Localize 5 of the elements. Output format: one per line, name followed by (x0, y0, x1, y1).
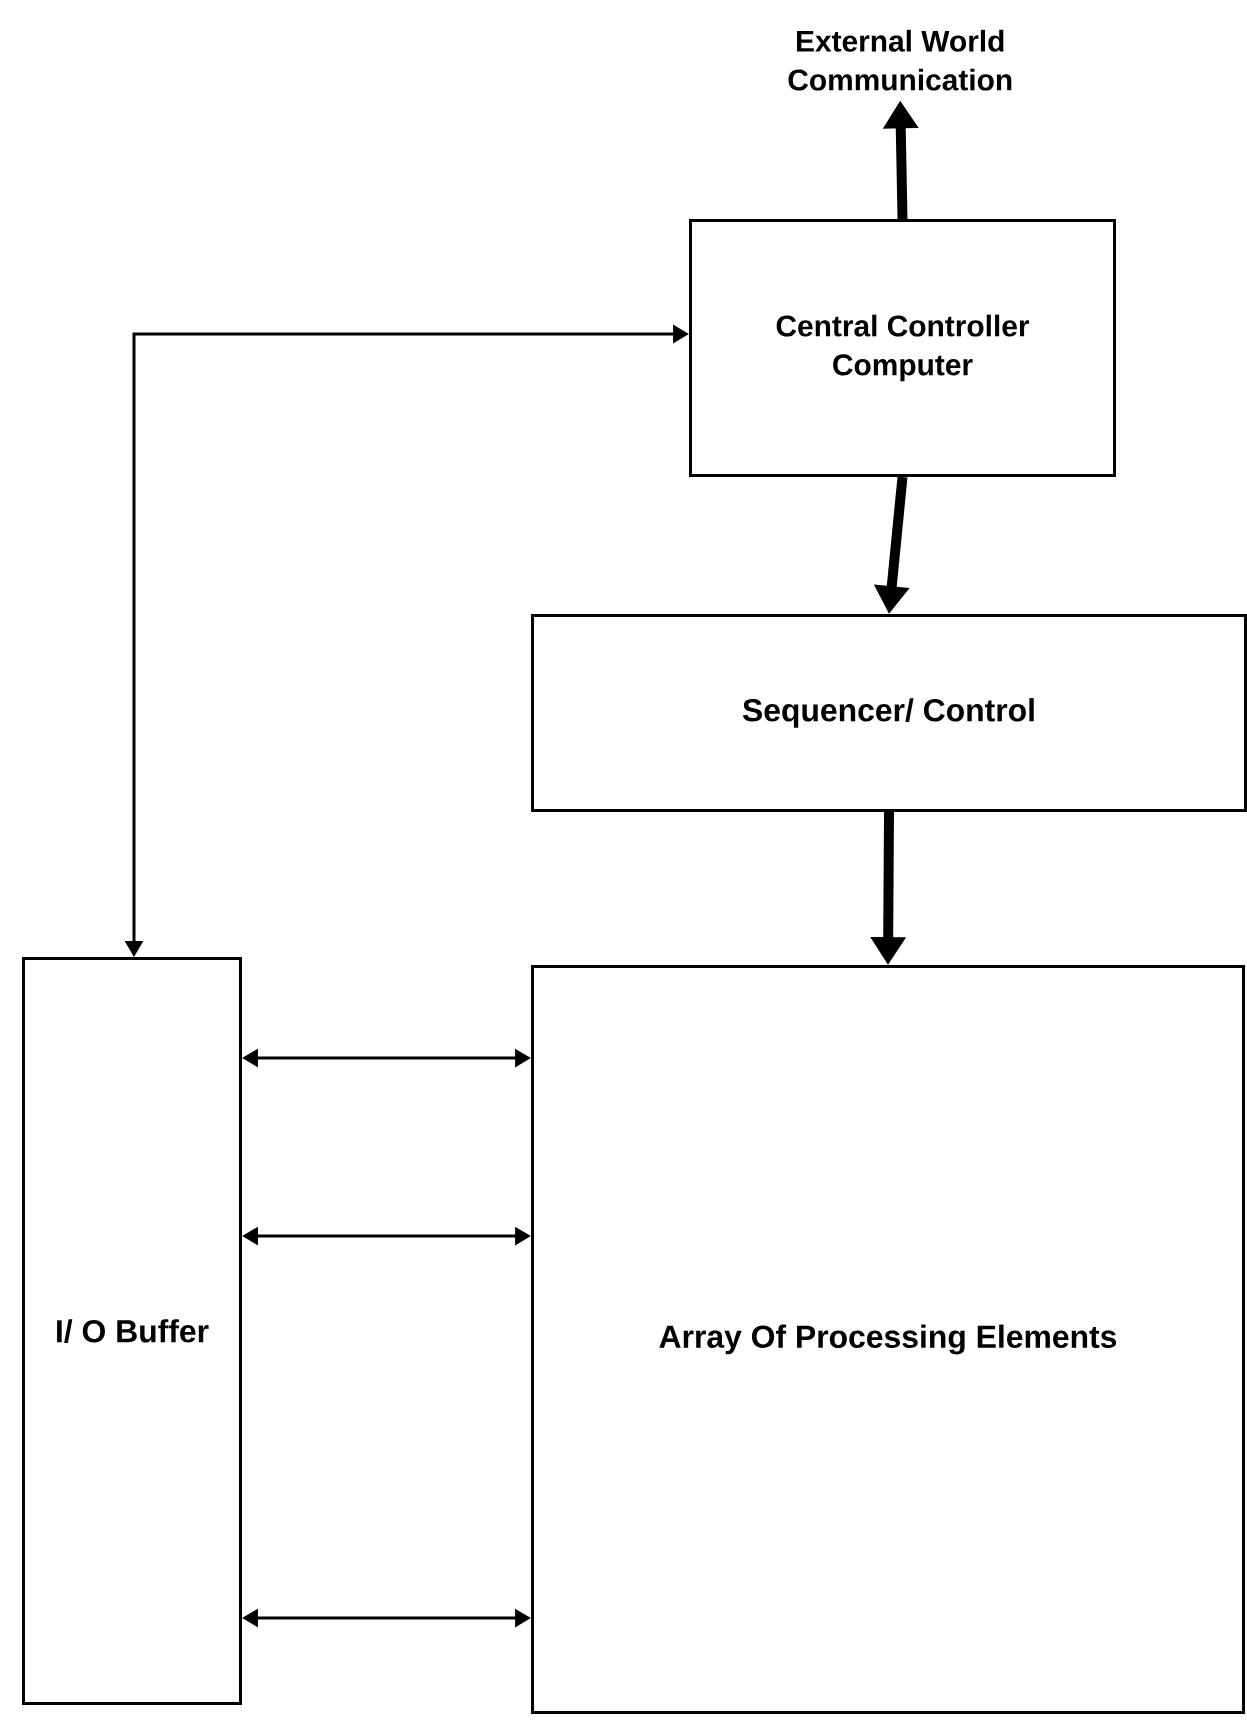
process-box: Array Of Processing Elements (531, 965, 1245, 1714)
process-box: Sequencer/ Control (531, 614, 1247, 812)
text-label: External World Communication (788, 29, 1012, 91)
process-box: Central Controller Computer (689, 219, 1116, 477)
process-box: I/ O Buffer (22, 957, 242, 1705)
